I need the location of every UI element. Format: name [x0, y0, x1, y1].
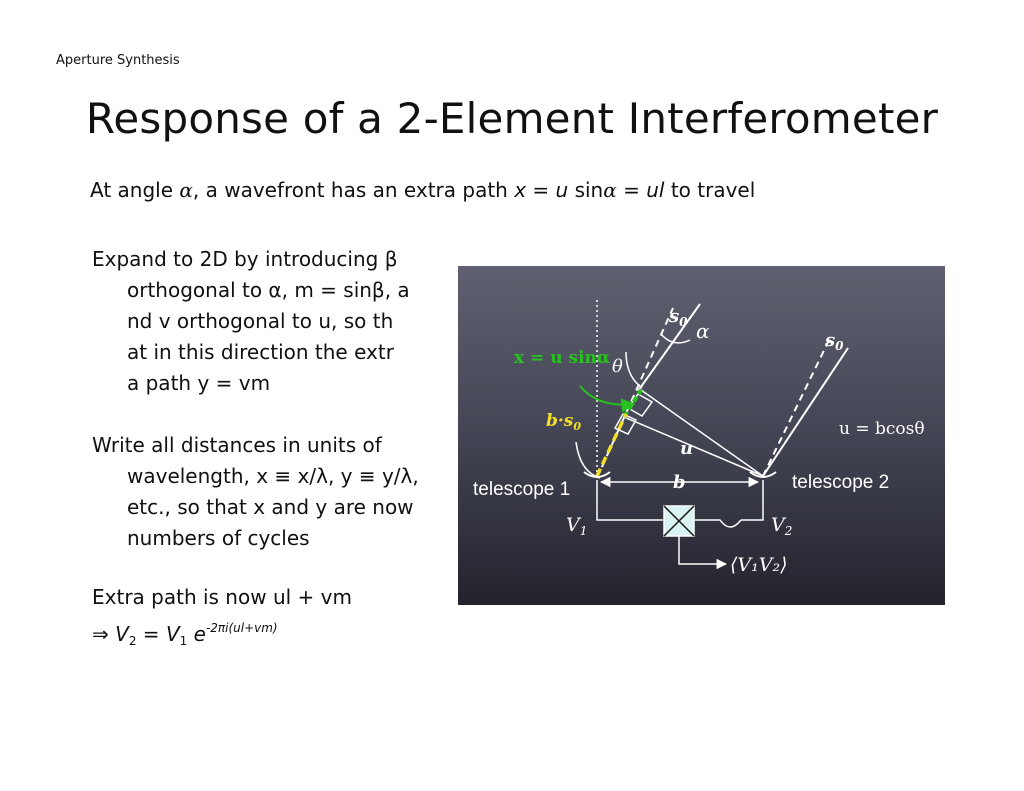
alpha-symbol-2: α [603, 178, 617, 202]
wavefront-line-1 [640, 389, 764, 477]
wavefront-line-2 [623, 416, 764, 477]
b-label: b [673, 472, 686, 493]
theta-label: θ [612, 356, 623, 377]
interferometer-diagram: s0 α s0 x = u sinα θ b·s0 u = bcosθ u b … [458, 266, 945, 605]
right-angle-marker-2 [613, 413, 638, 435]
left-ray-solid [637, 303, 701, 392]
x-eq-label: x = u sinα [514, 348, 610, 368]
eq-exponent: -2πi(ul+vm) [205, 621, 278, 635]
output-label: ⟨V₁V₂⟩ [730, 554, 788, 576]
eq-v2: V [115, 622, 129, 646]
intro-text-2: , a wavefront has an extra path [192, 178, 515, 202]
alpha-arc [660, 333, 691, 344]
para2-line4: numbers of cycles [127, 526, 310, 550]
v1-label: V1 [566, 514, 587, 538]
u-label: u [680, 438, 693, 459]
para2-line1: Write all distances in units of [92, 433, 382, 457]
para2-line2: wavelength, x ≡ x/λ, y ≡ y/λ, [127, 464, 419, 488]
var-x: x [514, 178, 527, 202]
v2-label: V2 [771, 514, 792, 538]
s0-label-right: s0 [824, 330, 844, 353]
intro-text-1: At angle [90, 178, 180, 202]
para3-line1: Extra path is now ul + vm [92, 585, 352, 609]
eq-e: e [187, 622, 206, 646]
para1-line1: Expand to 2D by introducing β [92, 247, 398, 271]
theta-arc [625, 351, 643, 389]
telescope2-label: telescope 2 [792, 472, 889, 493]
telescope1-dish [583, 471, 611, 478]
para2-line3: etc., so that x and y are now [127, 495, 414, 519]
intro-text-4: sin [568, 178, 604, 202]
section-header: Aperture Synthesis [56, 53, 180, 68]
intro-text-6: to travel [664, 178, 756, 202]
phase-equation: ⇒ V2 = V1 e-2πi(ul+vm) [92, 613, 452, 657]
alpha-label: α [696, 319, 710, 343]
paragraph-expand-2d: Expand to 2D by introducing β orthogonal… [92, 244, 452, 399]
intro-text-3: = [526, 178, 556, 202]
wire-jumper [695, 519, 742, 528]
u-eq-label: u = bcosθ [839, 419, 925, 439]
diagram-svg: s0 α s0 x = u sinα θ b·s0 u = bcosθ u b … [473, 300, 925, 576]
correlator-cross-b [663, 505, 695, 537]
para1-line5: a path y = vm [127, 371, 271, 395]
var-ul: ul [646, 178, 665, 202]
eq-v2-sub: 2 [128, 634, 137, 648]
bs0-label: b·s0 [546, 411, 581, 433]
telescope2-dish [749, 471, 777, 478]
slide-title: Response of a 2-Element Interferometer [85, 94, 939, 143]
eq-v1-sub: 1 [179, 634, 188, 648]
wire-telescope2 [741, 480, 764, 521]
telescope1-label: telescope 1 [473, 479, 570, 500]
intro-line: At angle α, a wavefront has an extra pat… [90, 178, 755, 202]
para1-line2: orthogonal to α, m = sinβ, a [127, 278, 410, 302]
paragraph-extra-path: Extra path is now ul + vm ⇒ V2 = V1 e-2π… [92, 582, 452, 657]
green-pointer-curve [579, 385, 636, 413]
bs0-yellow-segment [595, 413, 628, 477]
para1-line3: nd v orthogonal to u, so th [127, 309, 394, 333]
right-ray-solid [762, 347, 849, 477]
right-ray-dashed [762, 337, 831, 477]
implies-symbol: ⇒ [92, 622, 109, 646]
wire-telescope1 [596, 480, 663, 521]
paragraph-wavelength-units: Write all distances in units of waveleng… [92, 430, 452, 554]
eq-v1: V [165, 622, 180, 646]
extra-path-green [622, 388, 643, 419]
correlator-output [678, 536, 728, 570]
s0-label-left: s0 [668, 306, 688, 329]
para1-line4: at in this direction the extr [127, 340, 394, 364]
eq-equals: = [136, 622, 166, 646]
var-u: u [555, 178, 569, 202]
intro-text-5: = [616, 178, 647, 202]
alpha-symbol: α [179, 178, 193, 202]
